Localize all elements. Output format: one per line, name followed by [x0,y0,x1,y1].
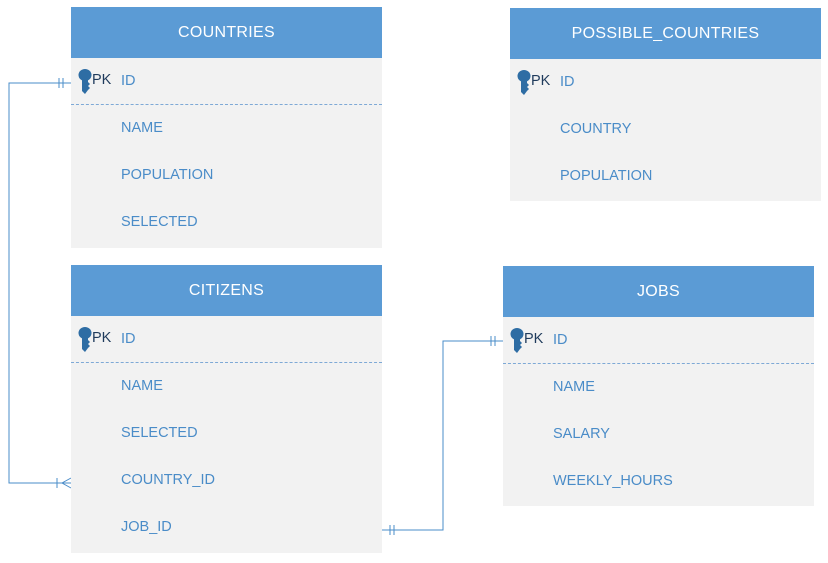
field-population[interactable]: POPULATION [71,152,382,199]
field-name: JOB_ID [121,519,172,535]
entity-title: POSSIBLE_COUNTRIES [510,8,821,59]
key-icon [78,327,92,352]
field-id[interactable]: PK ID [510,59,821,106]
entity-possible-countries[interactable]: POSSIBLE_COUNTRIES PK ID COUNTRY POPULAT… [510,8,821,201]
field-name: COUNTRY [560,121,632,137]
field-name: NAME [553,379,595,395]
field-population[interactable]: POPULATION [510,153,821,200]
field-id[interactable]: PK ID [71,58,382,105]
field-name: ID [553,332,568,348]
entity-title: COUNTRIES [71,7,382,58]
field-id[interactable]: PK ID [503,317,814,364]
field-salary[interactable]: SALARY [503,411,814,458]
field-name: SELECTED [121,425,198,441]
pk-label: PK [531,73,551,89]
entity-jobs[interactable]: JOBS PK ID NAME SALARY WEEKLY_HOURS [503,266,814,506]
field-id[interactable]: PK ID [71,316,382,363]
field-name: NAME [121,120,163,136]
field-name: WEEKLY_HOURS [553,473,673,489]
one-mandatory-marker-citizens-job [389,525,395,535]
field-job-id[interactable]: JOB_ID [71,504,382,551]
pk-label: PK [524,331,544,347]
field-name: SALARY [553,426,610,442]
field-name: NAME [121,378,163,394]
field-name: ID [560,74,575,90]
field-name: ID [121,73,136,89]
key-icon [510,328,524,353]
field-country[interactable]: COUNTRY [510,106,821,153]
key-icon [517,70,531,95]
one-mandatory-marker-jobs [490,336,496,346]
field-name-row[interactable]: NAME [71,105,382,152]
relationship-line-country [8,82,71,484]
one-mandatory-marker-countries [58,78,64,88]
entity-title: JOBS [503,266,814,317]
field-country-id[interactable]: COUNTRY_ID [71,457,382,504]
field-name: POPULATION [121,167,214,183]
field-name: POPULATION [560,168,653,184]
pk-label: PK [92,330,112,346]
field-selected[interactable]: SELECTED [71,410,382,457]
entity-title: CITIZENS [71,265,382,316]
field-name: COUNTRY_ID [121,472,215,488]
entity-citizens[interactable]: CITIZENS PK ID NAME SELECTED COUNTRY_ID … [71,265,382,553]
field-name: ID [121,331,136,347]
field-name-row[interactable]: NAME [503,364,814,411]
entity-countries[interactable]: COUNTRIES PK ID NAME POPULATION SELECTED [71,7,382,248]
relationship-line-job [382,340,503,531]
field-selected[interactable]: SELECTED [71,199,382,246]
key-icon [78,69,92,94]
field-name: SELECTED [121,214,198,230]
field-weekly-hours[interactable]: WEEKLY_HOURS [503,458,814,505]
many-mandatory-marker-citizens [56,477,72,489]
field-name-row[interactable]: NAME [71,363,382,410]
pk-label: PK [92,72,112,88]
